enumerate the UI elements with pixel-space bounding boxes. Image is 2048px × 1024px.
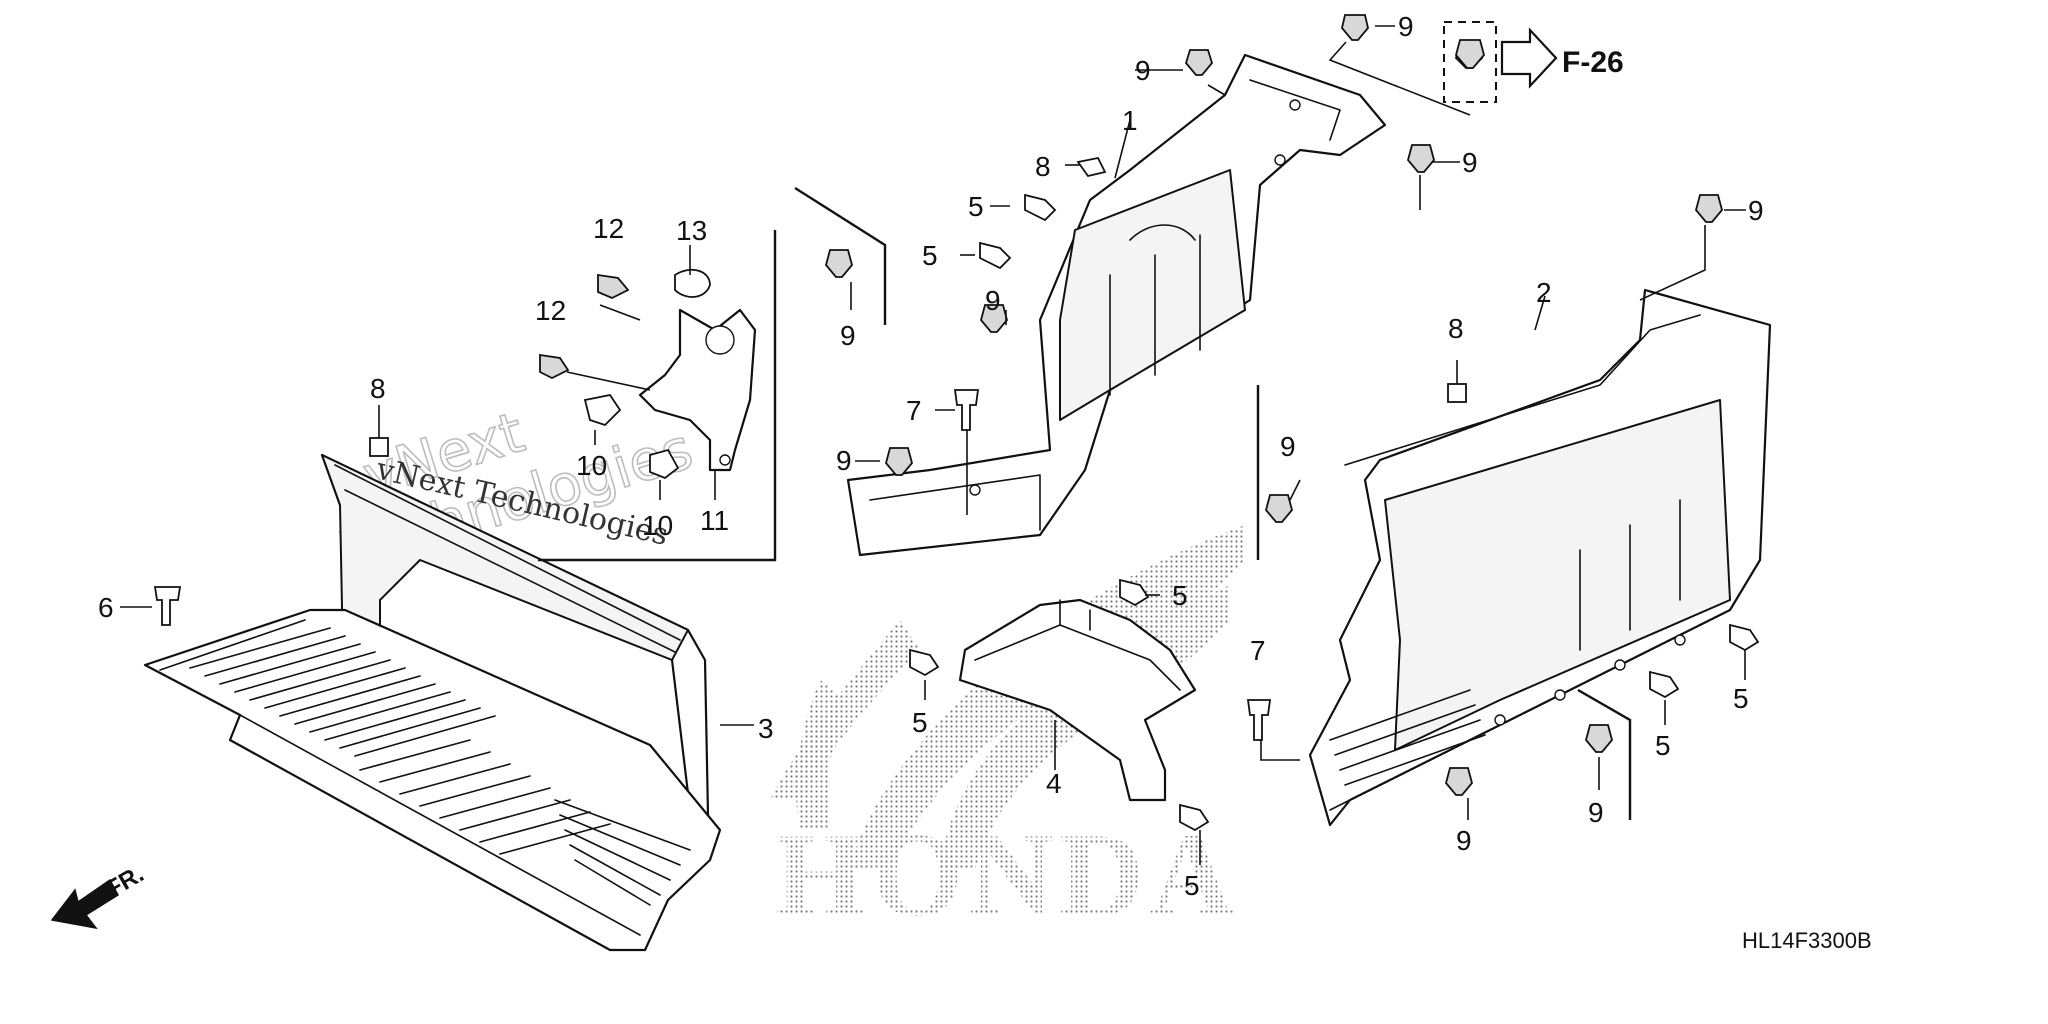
front-direction-indicator: FR. <box>50 860 148 930</box>
callout-5: 5 <box>968 191 984 222</box>
callout-7: 7 <box>906 395 922 426</box>
stay-bracket-assembly <box>539 268 757 480</box>
callout-2: 2 <box>1536 277 1552 308</box>
callout-4: 4 <box>1046 768 1062 799</box>
callout-8: 8 <box>1035 151 1051 182</box>
callout-3: 3 <box>758 713 774 744</box>
diagram-code: HL14F3300B <box>1742 928 1872 953</box>
callout-8: 8 <box>1448 313 1464 344</box>
callout-12: 12 <box>535 295 566 326</box>
honda-text-watermark: HONDA <box>775 808 1240 941</box>
front-arrow-icon <box>50 878 119 930</box>
callout-5: 5 <box>1733 683 1749 714</box>
callout-9: 9 <box>1462 147 1478 178</box>
callout-5: 5 <box>912 707 928 738</box>
callout-9: 9 <box>985 285 1001 316</box>
callout-13: 13 <box>676 215 707 246</box>
reference-f26: F-26 <box>1443 21 1624 103</box>
callout-10: 10 <box>576 450 607 481</box>
callout-5: 5 <box>922 240 938 271</box>
callout-9: 9 <box>1748 195 1764 226</box>
callout-8: 8 <box>370 373 386 404</box>
reference-label: F-26 <box>1562 46 1624 79</box>
callout-7: 7 <box>1250 635 1266 666</box>
callout-9: 9 <box>1456 825 1472 856</box>
part-4-center-bracket <box>958 598 1197 802</box>
fasteners <box>153 14 1760 832</box>
callout-9: 9 <box>840 320 856 351</box>
callout-5: 5 <box>1655 730 1671 761</box>
callout-9: 9 <box>1135 55 1151 86</box>
callout-10: 10 <box>642 510 673 541</box>
callout-1: 1 <box>1122 105 1138 136</box>
callout-5: 5 <box>1172 580 1188 611</box>
callout-9: 9 <box>1588 797 1604 828</box>
callout-12: 12 <box>593 213 624 244</box>
part-2-side-cover <box>1308 288 1772 827</box>
leader-lines <box>120 25 1746 865</box>
callout-5: 5 <box>1184 870 1200 901</box>
part-3-floor-panel <box>143 453 722 952</box>
side-cover-step-slots <box>1329 689 1486 786</box>
floor-vent-slots <box>189 627 691 906</box>
callout-numbers: 1 2 3 4 5 5 5 5 5 5 5 6 7 7 8 8 8 9 9 9 … <box>98 11 1764 901</box>
group-frame-lines <box>538 186 1632 820</box>
callout-6: 6 <box>98 592 114 623</box>
part-1-upper-cover <box>846 53 1387 557</box>
callout-9: 9 <box>836 445 852 476</box>
callout-9: 9 <box>1280 431 1296 462</box>
reference-arrow-icon <box>1500 27 1558 89</box>
callout-11: 11 <box>700 505 729 536</box>
callout-9: 9 <box>1398 11 1414 42</box>
